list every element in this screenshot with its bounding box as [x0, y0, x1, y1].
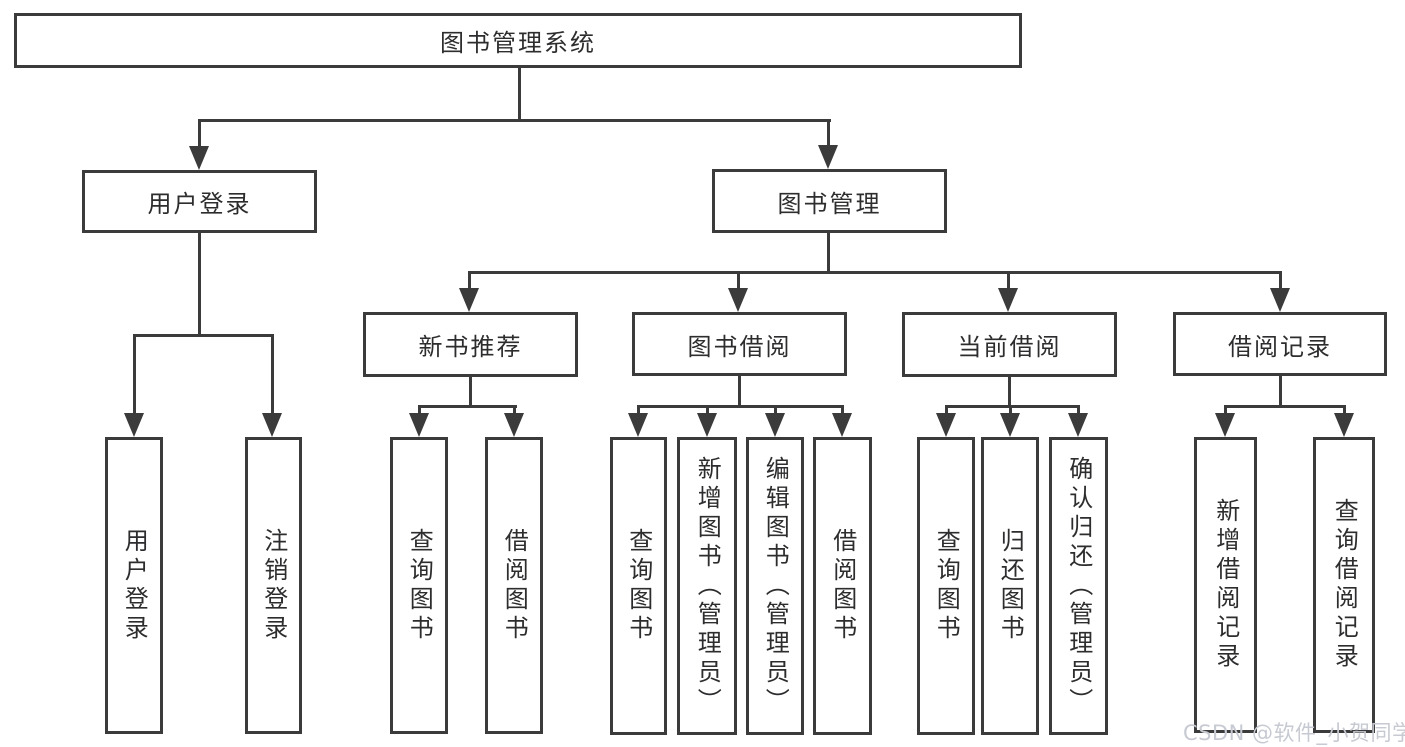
connector-stem	[513, 405, 516, 417]
connector-stem	[469, 375, 472, 408]
connector-stem	[1343, 405, 1346, 417]
leaf-add-borrow-record: 新增借阅记录	[1194, 437, 1257, 733]
arrowhead-icon	[936, 413, 956, 437]
arrowhead-icon	[728, 288, 748, 312]
leaf-add-book-admin: 新增图书（管理员）	[677, 437, 737, 735]
arrowhead-icon	[818, 145, 838, 169]
arrowhead-icon	[832, 413, 852, 437]
node-borrowing-records: 借阅记录	[1173, 312, 1387, 376]
connector-rail	[945, 405, 1080, 408]
connector-stem	[827, 231, 830, 274]
arrowhead-icon	[697, 413, 717, 437]
arrowhead-icon	[765, 413, 785, 437]
connector-stem	[271, 334, 274, 415]
connector-stem	[1077, 405, 1080, 417]
connector-stem	[1008, 375, 1011, 408]
connector-stem	[1007, 271, 1010, 290]
connector-stem	[198, 119, 201, 148]
connector-stem	[1279, 271, 1282, 290]
connector-rail	[1224, 405, 1346, 408]
leaf-return-book: 归还图书	[981, 437, 1039, 735]
connector-stem	[198, 231, 201, 337]
leaf-logout: 注销登录	[245, 437, 302, 734]
node-new-book-recommend: 新书推荐	[363, 312, 578, 377]
node-root-library-system: 图书管理系统	[14, 13, 1022, 68]
arrowhead-icon	[459, 288, 479, 312]
connector-root-rail	[198, 119, 831, 122]
connector-stem	[737, 271, 740, 290]
arrowhead-icon	[1068, 413, 1088, 437]
connector-stem	[841, 405, 844, 417]
connector-stem	[774, 405, 777, 417]
leaf-query-borrow-record: 查询借阅记录	[1313, 437, 1375, 733]
arrowhead-icon	[262, 413, 282, 437]
connector-rail	[418, 405, 517, 408]
leaf-borrow-books-recommend: 借阅图书	[485, 437, 543, 734]
connector-stem	[1224, 405, 1227, 417]
connector-rail	[468, 271, 1282, 274]
arrowhead-icon	[504, 413, 524, 437]
watermark: CSDN @软件_小贺同学	[1183, 721, 1405, 745]
arrowhead-icon	[628, 413, 648, 437]
connector-root-stem	[518, 66, 521, 122]
connector-stem	[1009, 405, 1012, 417]
node-user-login: 用户登录	[82, 170, 317, 233]
leaf-user-login: 用户登录	[105, 437, 163, 734]
connector-stem	[827, 119, 830, 147]
connector-stem	[468, 271, 471, 290]
arrowhead-icon	[1334, 413, 1354, 437]
arrowhead-icon	[189, 146, 209, 170]
connector-stem	[706, 405, 709, 417]
arrowhead-icon	[1000, 413, 1020, 437]
node-current-borrowing: 当前借阅	[902, 312, 1117, 377]
node-book-management: 图书管理	[712, 169, 947, 233]
leaf-borrow-books-borrowing: 借阅图书	[813, 437, 872, 735]
connector-stem	[1279, 374, 1282, 408]
leaf-query-books-current: 查询图书	[917, 437, 975, 735]
connector-stem	[738, 374, 741, 408]
arrowhead-icon	[124, 413, 144, 437]
leaf-confirm-return-admin: 确认归还（管理员）	[1049, 437, 1108, 735]
arrowhead-icon	[1270, 288, 1290, 312]
connector-stem	[637, 405, 640, 417]
connector-stem	[133, 334, 136, 415]
arrowhead-icon	[409, 413, 429, 437]
connector-rail	[637, 405, 844, 408]
arrowhead-icon	[1215, 413, 1235, 437]
connector-stem	[945, 405, 948, 417]
connector-rail	[133, 334, 274, 337]
leaf-query-books-borrowing: 查询图书	[610, 437, 667, 735]
connector-stem	[418, 405, 421, 417]
leaf-edit-book-admin: 编辑图书（管理员）	[746, 437, 804, 735]
node-book-borrowing: 图书借阅	[632, 312, 847, 376]
leaf-query-books-recommend: 查询图书	[390, 437, 448, 734]
arrowhead-icon	[998, 288, 1018, 312]
